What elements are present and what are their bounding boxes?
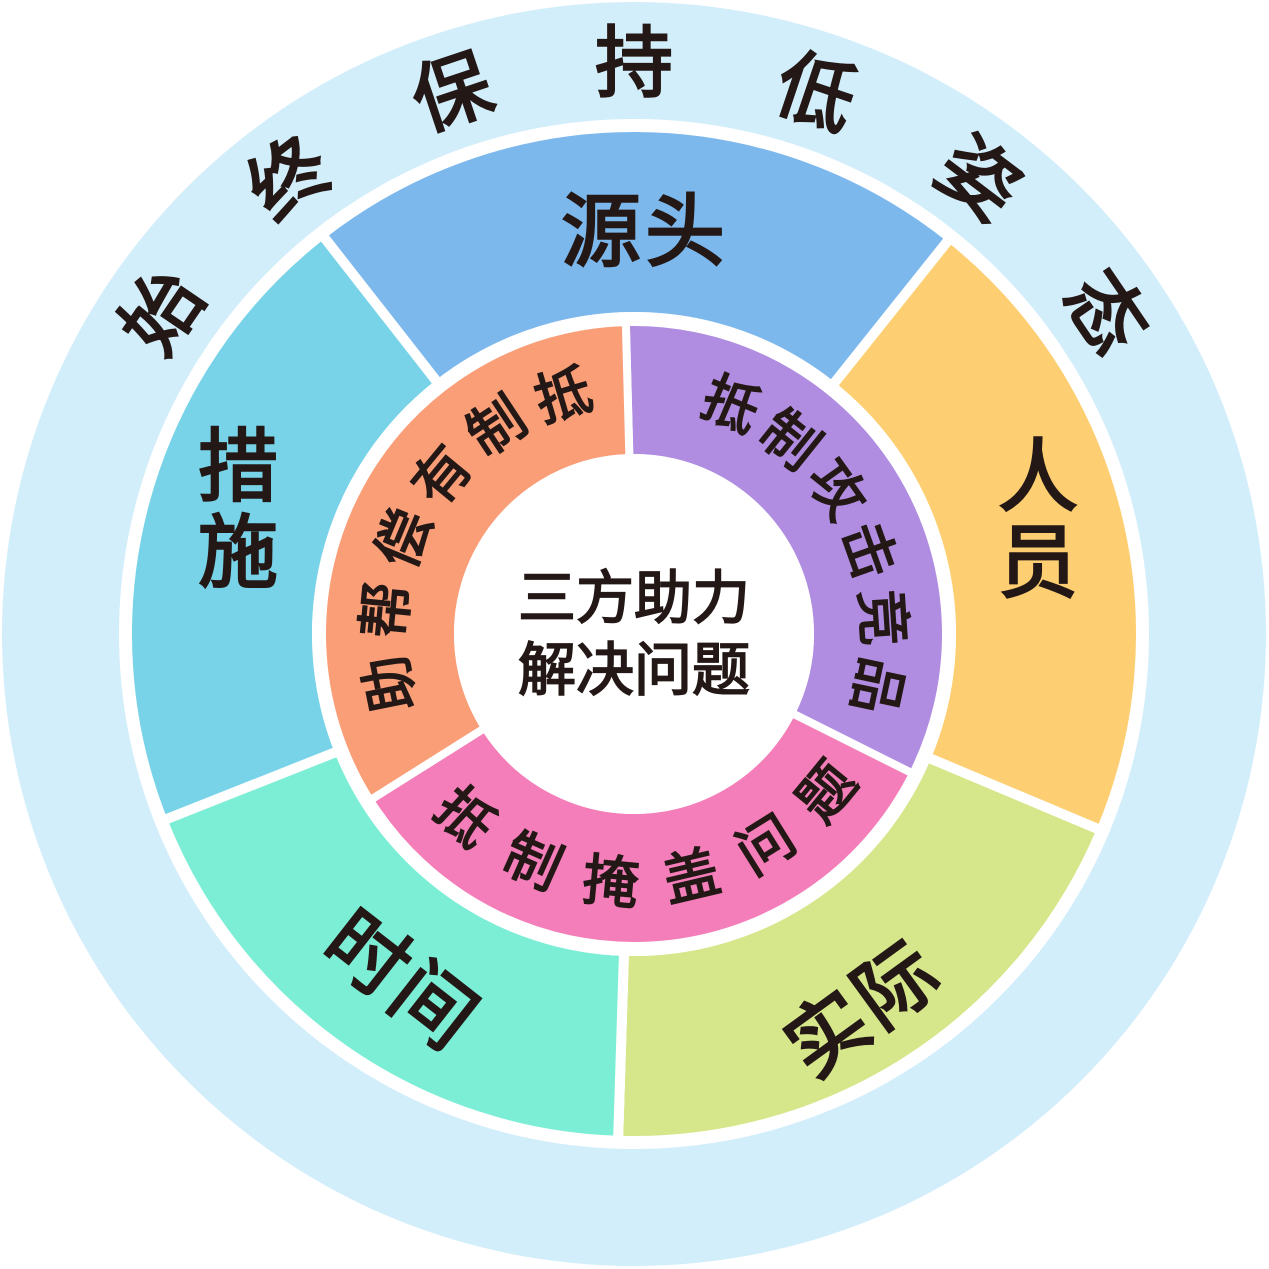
inner-ring-label-char: 助 — [354, 650, 429, 718]
middle-ring-label-char: 施 — [198, 507, 278, 600]
outer-ring-char: 持 — [595, 19, 673, 109]
center-label-line-2: 解决问题 — [518, 636, 750, 704]
center-label-line-1: 三方助力 — [518, 564, 750, 632]
inner-ring — [318, 317, 950, 950]
center-circle — [454, 454, 814, 814]
inner-ring-label-char: 掩 — [580, 848, 642, 918]
middle-ring-label-char: 头 — [645, 186, 725, 279]
middle-ring-label: 源头 — [561, 186, 725, 279]
middle-ring-label: 人员 — [998, 430, 1078, 609]
inner-ring-label-char: 帮 — [352, 579, 422, 641]
inner-ring-label-char: 品 — [839, 652, 914, 720]
middle-ring-label-char: 人 — [998, 430, 1078, 523]
middle-ring-label-char: 源 — [561, 186, 641, 279]
middle-ring — [122, 122, 1146, 1146]
inner-ring-label-char: 竞 — [847, 588, 916, 648]
middle-ring-label-char: 员 — [998, 517, 1078, 610]
middle-ring-label: 措施 — [198, 420, 278, 599]
middle-ring-label-char: 措 — [198, 420, 278, 513]
center-label: 三方助力 解决问题 — [518, 564, 750, 704]
